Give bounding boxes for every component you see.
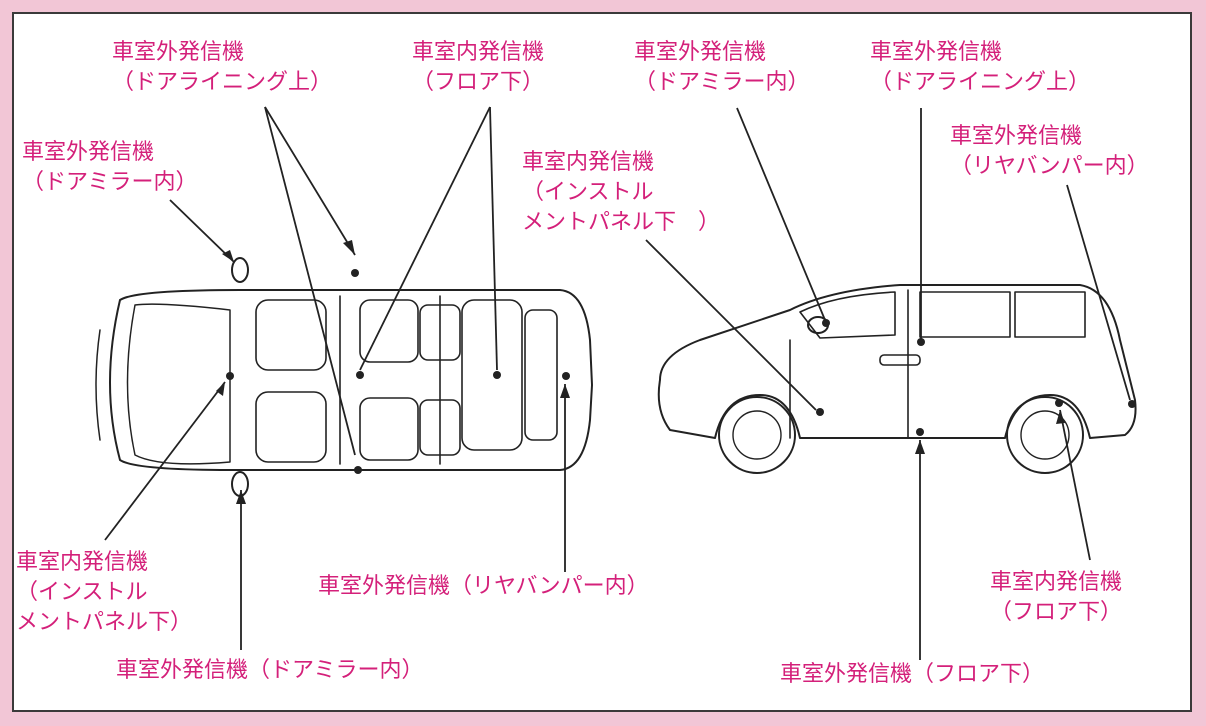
top-view-mirror-left: [231, 257, 249, 283]
label-outside-floor-bottom: 車室外発信機（フロア下）: [780, 662, 1045, 687]
top-view-hood-line: [95, 329, 101, 441]
top-view-mirror-right: [231, 471, 249, 497]
label-outside-rear-bumper-bottom: 車室外発信機（リヤバンパー内）: [318, 574, 649, 599]
label-outside-lining-side: 車室外発信機 （ドアライニング上）: [870, 40, 1091, 95]
label-inside-floor-bottom-right: 車室内発信機 （フロア下）: [990, 570, 1123, 625]
transmitter-points: [226, 269, 1136, 474]
side-view-front-wheel: [718, 396, 796, 474]
side-view-windows: [789, 289, 1086, 439]
label-outside-mirror-top-left: 車室外発信機 （ドアミラー内）: [22, 140, 198, 195]
label-outside-rear-bumper-side: 車室外発信機 （リヤバンパー内）: [950, 124, 1149, 179]
label-outside-mirror-side: 車室外発信機 （ドアミラー内）: [634, 40, 810, 95]
top-view-windshield: [126, 303, 231, 465]
top-view-seats: [255, 295, 558, 465]
side-view-front-wheel-hub: [732, 410, 782, 460]
side-view-rear-wheel: [1006, 396, 1084, 474]
label-inside-panel-center: 車室内発信機 （インストル メントパネル下 ）: [522, 150, 721, 235]
arrowheads: [216, 240, 1065, 504]
label-outside-mirror-bottom: 車室外発信機（ドアミラー内）: [116, 658, 424, 683]
label-inside-panel-bottom-left: 車室内発信機 （インストル メントパネル下）: [16, 550, 193, 635]
side-view-rear-wheel-hub: [1020, 410, 1070, 460]
top-view-body: [109, 289, 593, 471]
side-view-body: [657, 284, 1137, 439]
diagram-frame: [12, 12, 1192, 712]
label-inside-floor-top: 車室内発信機 （フロア下）: [412, 40, 545, 95]
label-outside-lining-top: 車室外発信機 （ドアライニング上）: [112, 40, 333, 95]
leader-lines: [104, 106, 1131, 660]
